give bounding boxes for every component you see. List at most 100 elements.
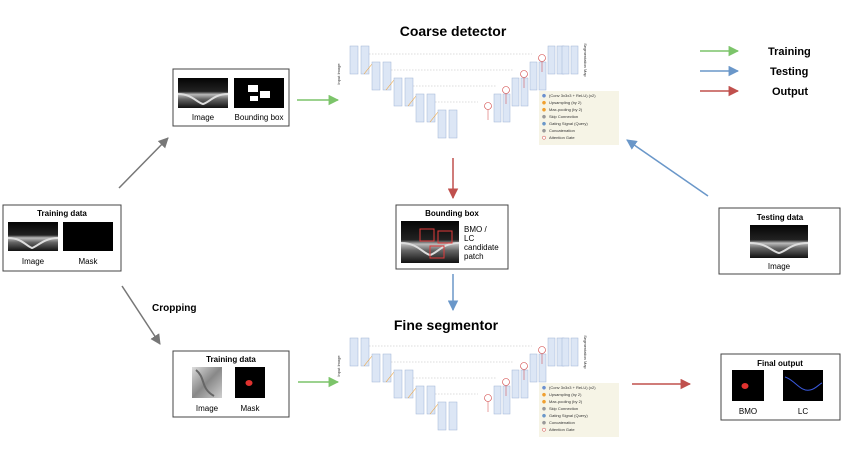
bbox-candidate-1 bbox=[419, 228, 435, 242]
final-lc-label: LC bbox=[798, 407, 808, 416]
coarse-decoder-block bbox=[538, 61, 547, 91]
fine-attention-gate bbox=[538, 346, 546, 354]
coarse-maxpool-arrow bbox=[363, 63, 373, 75]
coarse-legend-item: Gating Signal (Query) bbox=[549, 121, 588, 126]
arrow-training-to-coarse bbox=[118, 137, 169, 189]
fine-mask-label: Mask bbox=[240, 404, 260, 413]
testing-image-label: Image bbox=[768, 262, 791, 271]
final-lc-image bbox=[783, 370, 823, 401]
fine-legend-item: Concatenation bbox=[549, 420, 575, 425]
coarse-maxpool-arrow bbox=[429, 111, 439, 123]
coarse-encoder-block bbox=[426, 93, 436, 123]
bbox-caption-2: LC bbox=[464, 234, 474, 243]
coarse-encoder-block bbox=[382, 61, 392, 91]
coarse-decoder-block bbox=[547, 45, 556, 75]
fine-decoder-block bbox=[529, 353, 538, 383]
fine-legend-marker bbox=[542, 392, 546, 397]
coarse-bbox-label: Bounding box bbox=[235, 113, 284, 122]
bbox-caption-4: patch bbox=[464, 252, 484, 261]
coarse-legend-marker bbox=[542, 121, 546, 126]
fine-encoder-block bbox=[404, 369, 414, 399]
training-image-label: Image bbox=[22, 257, 45, 266]
coarse-encoder-block bbox=[349, 45, 359, 75]
fine-encoder-block bbox=[393, 369, 403, 399]
fine-input-title: Training data bbox=[206, 355, 256, 364]
training-mask-label: Mask bbox=[78, 257, 98, 266]
fine-maxpool-arrow bbox=[385, 371, 395, 383]
coarse-encoder-block bbox=[371, 61, 381, 91]
fine-legend-item: Attention Gate bbox=[549, 427, 575, 432]
coarse-maxpool-arrow bbox=[385, 79, 395, 91]
coarse-encoder-block bbox=[415, 93, 425, 123]
fine-encoder-block bbox=[448, 401, 458, 431]
coarse-legend-marker bbox=[542, 100, 546, 105]
coarse-input-label: Input Image bbox=[336, 63, 341, 85]
fine-legend-marker bbox=[542, 420, 546, 425]
fine-decoder-block bbox=[511, 369, 520, 399]
coarse-legend-item: Upsampling (by 2) bbox=[549, 100, 582, 105]
coarse-decoder-block bbox=[511, 77, 520, 107]
coarse-attention-gate bbox=[484, 102, 492, 110]
arrow-training-to-fine bbox=[121, 285, 161, 345]
coarse-decoder-block bbox=[493, 93, 502, 123]
coarse-encoder-block bbox=[448, 109, 458, 139]
fine-legend-item: Max-pooling (by 2) bbox=[549, 399, 583, 404]
fine-legend-item: Gating Signal (Query) bbox=[549, 413, 588, 418]
training-oct-cup bbox=[7, 237, 59, 250]
testing-data-title: Testing data bbox=[757, 213, 804, 222]
legend-testing-label: Testing bbox=[770, 66, 808, 78]
legend-training-label: Training bbox=[768, 46, 811, 58]
bbox-candidate-3 bbox=[429, 245, 445, 259]
fine-input-box: Training data Image Mask bbox=[172, 350, 290, 418]
fine-encoder-block bbox=[360, 337, 370, 367]
coarse-attention-gate bbox=[502, 86, 510, 94]
coarse-legend-marker bbox=[542, 93, 546, 98]
coarse-legend-item: Concatenation bbox=[549, 128, 575, 133]
coarse-legend-marker bbox=[542, 135, 546, 140]
bbox-caption-1: BMO / bbox=[464, 225, 487, 234]
fine-decoder-block bbox=[502, 385, 511, 415]
coarse-encoder-block bbox=[360, 45, 370, 75]
fine-encoder-block bbox=[349, 337, 359, 367]
legend: Training Testing Output bbox=[700, 45, 811, 98]
cropping-label: Cropping bbox=[152, 303, 196, 314]
fine-encoder-block bbox=[415, 385, 425, 415]
coarse-output-label: Segmentation Map bbox=[583, 43, 588, 77]
coarse-legend-item: (Conv 3x3x3 + ReLU) (x2) bbox=[549, 93, 596, 98]
fine-legend-panel bbox=[539, 383, 619, 437]
coarse-legend-marker bbox=[542, 114, 546, 119]
final-bmo-label: BMO bbox=[739, 407, 757, 416]
coarse-decoder-block bbox=[502, 93, 511, 123]
coarse-legend-item: Skip Connection bbox=[549, 114, 578, 119]
fine-mask-blob bbox=[245, 380, 253, 386]
bbox-result-title: Bounding box bbox=[425, 209, 479, 218]
testing-data-box: Testing data Image bbox=[718, 207, 841, 275]
fine-encoder-block bbox=[371, 353, 381, 383]
training-oct-image bbox=[8, 222, 58, 251]
fine-output-label: Segmentation Map bbox=[583, 335, 588, 369]
final-output-title: Final output bbox=[757, 359, 803, 368]
training-data-box: Training data Image Mask bbox=[2, 204, 122, 272]
legend-output-label: Output bbox=[772, 86, 808, 98]
fine-input-label: Input Image bbox=[336, 355, 341, 377]
final-lc-curve bbox=[784, 376, 823, 391]
coarse-encoder-block bbox=[404, 77, 414, 107]
fine-output-block bbox=[570, 337, 579, 367]
bbox-caption-3: candidate bbox=[464, 243, 499, 252]
fine-maxpool-arrow bbox=[363, 355, 373, 367]
coarse-legend-panel bbox=[539, 91, 619, 145]
fine-legend-item: Upsampling (by 2) bbox=[549, 392, 582, 397]
coarse-output-block bbox=[570, 45, 579, 75]
coarse-network: Input Image Segmentation Map (Conv 3x3x3 +… bbox=[336, 43, 619, 145]
fine-encoder-block bbox=[426, 385, 436, 415]
coarse-attention-gate bbox=[520, 70, 528, 78]
fine-segmentor-title: Fine segmentor bbox=[394, 317, 499, 333]
coarse-legend-marker bbox=[542, 128, 546, 133]
coarse-detector-title: Coarse detector bbox=[400, 23, 507, 39]
fine-decoder-block bbox=[493, 385, 502, 415]
fine-decoder-block bbox=[520, 369, 529, 399]
fine-maxpool-arrow bbox=[429, 403, 439, 415]
fine-legend-marker bbox=[542, 385, 546, 390]
